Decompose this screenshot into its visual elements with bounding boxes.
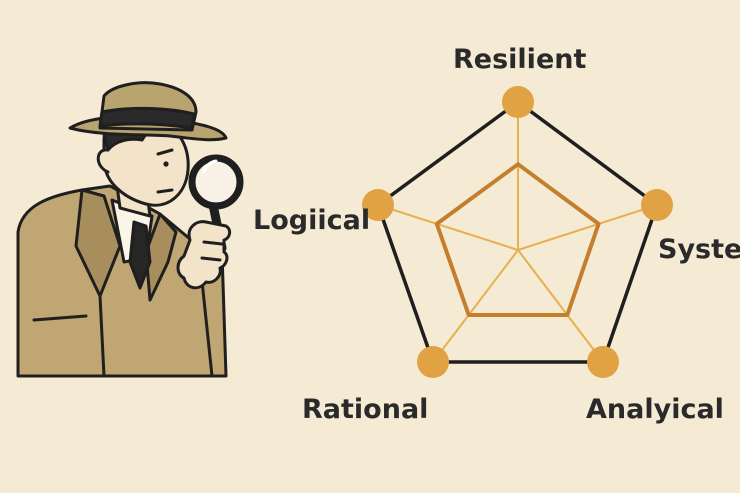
radar-spoke-logiical [377,204,519,251]
radar-vertex-dot-analyical [587,346,619,378]
detective-eyebrow [156,148,174,156]
detective-coat-seam [98,294,106,378]
radar-spokes [377,102,658,363]
detective-mouth [156,188,174,194]
radar-series-polygon [434,162,601,317]
radar-vertex-dot-systematic [641,189,673,221]
radar-vertex-dot-logiical [362,189,394,221]
detective-eye [163,161,169,167]
detective-coat-pocket [32,314,88,322]
radar-vertex-dot-rational [417,346,449,378]
axis-label-rational: Rational [302,394,428,425]
detective-hand [176,220,232,290]
radar-spoke-systematic [517,204,658,251]
radar-vertex-dots [362,86,673,378]
radar-outer-pentagon [376,100,659,364]
axis-label-logical: Logiical [253,205,370,236]
radar-vertex-dot-resilient [502,86,534,118]
axis-label-systematic: Systematic [658,234,740,265]
axis-label-analytical: Analyical [586,394,724,425]
detective-tie [128,220,152,290]
radar-chart: Resilient Systematic Analyical Rational … [253,44,740,425]
detective-ear [96,148,110,174]
magnifier-rim [188,154,244,210]
magnifier-glare [202,159,218,174]
radar-spoke-rational [432,249,519,363]
axis-label-resilient: Resilient [453,44,586,75]
detective-icon [16,81,244,378]
detective-hat-band [98,106,196,130]
detective-lapel-left [74,188,122,298]
radar-spoke-analyical [517,249,604,363]
detective-finger-line [200,240,224,262]
